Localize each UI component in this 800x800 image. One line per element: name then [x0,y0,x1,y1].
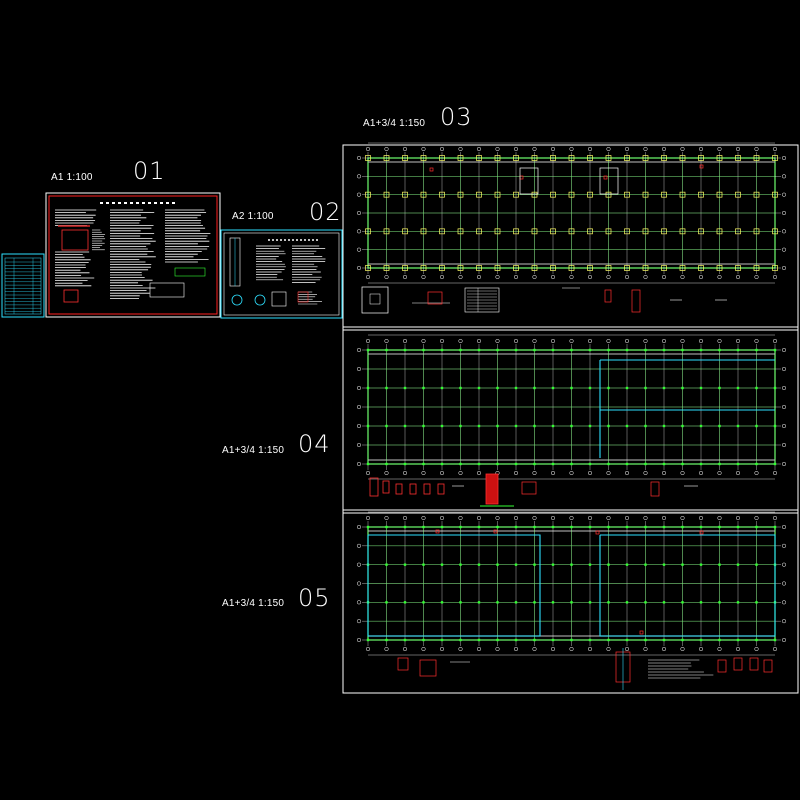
sheet-04-detail-row [369,473,698,507]
sheet-01-scale-label: A1 1:100 [51,172,93,183]
sheet-05-scale-label: A1+3/4 1:150 [222,598,285,609]
drawing-list-sheet [1,253,45,318]
sheet-03-detail-row [361,286,727,314]
sheet-02-scale-label: A2 1:100 [232,211,274,222]
sheets-03-05-outer-frame [342,144,799,694]
sheet-02-number: 02 [309,198,342,226]
sheet-05-number: 05 [298,584,331,612]
sheet-04-floor-plan [356,334,787,480]
sheet-04-number: 04 [298,430,331,458]
sheet-05-roof-plan [356,511,787,656]
sheet-01-number: 01 [133,157,166,185]
sheet-02-details [220,229,343,319]
sheet-03-scale-label: A1+3/4 1:150 [363,118,426,129]
sheet-04-scale-label: A1+3/4 1:150 [222,445,285,456]
sheet-05-detail-row [397,648,773,690]
sheet-03-number: 03 [440,103,473,131]
sheet-03-foundation-plan [356,142,787,284]
sheet-01-design-notes [45,192,221,318]
